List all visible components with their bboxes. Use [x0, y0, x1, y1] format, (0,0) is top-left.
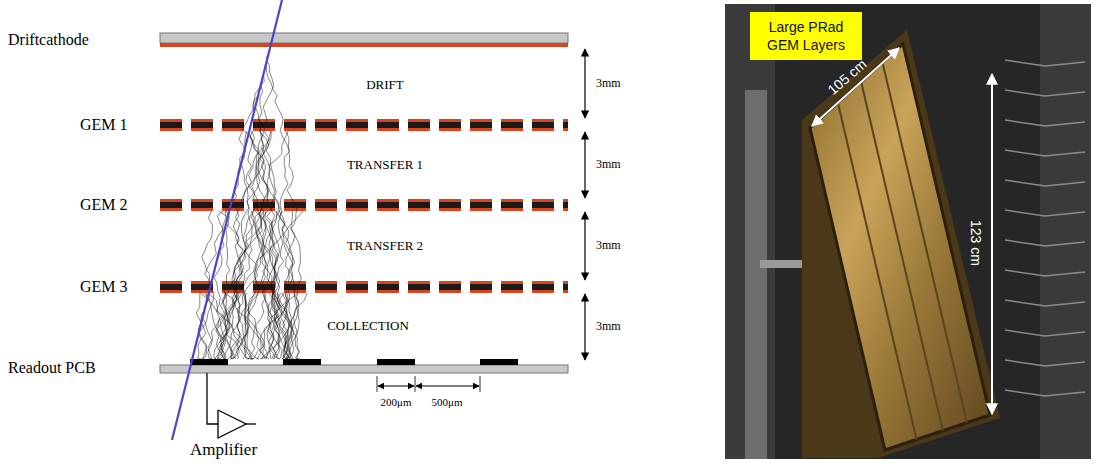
layer-label: GEM 2 [80, 196, 128, 214]
layer-label: Driftcathode [8, 31, 89, 49]
electron-avalanche [196, 52, 307, 359]
gem-foil [160, 281, 568, 293]
extension-line [415, 376, 416, 392]
tag-text: Large PRad GEM Layers [756, 18, 856, 54]
dimension-arrow [584, 212, 585, 280]
detector-schematic [160, 0, 585, 440]
dimension-label: 500μm [432, 396, 463, 409]
component-label: Amplifier [190, 440, 257, 460]
region-label: TRANSFER 1 [344, 158, 426, 173]
pitch-arrow [378, 386, 414, 387]
layer-label: GEM 1 [80, 116, 128, 134]
readout-strip [190, 359, 228, 365]
dimension-arrow [584, 294, 585, 360]
amplifier-symbol [207, 373, 256, 438]
extension-line [480, 376, 481, 392]
layer-label: GEM 3 [80, 278, 128, 296]
pitch-arrow [416, 386, 479, 387]
readout-strip [283, 359, 321, 365]
dimension-label: 3mm [596, 239, 621, 253]
cathode-plate [160, 33, 568, 43]
gem-foil [160, 119, 568, 131]
readout-strip [480, 359, 518, 365]
detector-photo [725, 4, 1091, 459]
dimension-arrow [584, 132, 585, 198]
region-label: DRIFT [363, 78, 407, 93]
extension-line [377, 376, 378, 392]
region-label: COLLECTION [324, 319, 412, 334]
title-tag: Large PRad GEM Layers [750, 12, 862, 60]
readout-strip [377, 359, 415, 365]
dimension-arrow [584, 49, 585, 118]
dimension-label: 123 cm [968, 220, 984, 266]
cathode-electrode [160, 43, 568, 47]
region-label: TRANSFER 2 [344, 239, 426, 254]
particle-track [172, 0, 282, 440]
dimension-label: 3mm [596, 158, 621, 172]
gem-foil [160, 199, 568, 211]
readout-board [160, 365, 568, 373]
dimension-label: 200μm [381, 396, 412, 409]
dimension-label: 3mm [596, 77, 621, 91]
dimension-label: 3mm [596, 320, 621, 334]
layer-label: Readout PCB [8, 359, 96, 377]
